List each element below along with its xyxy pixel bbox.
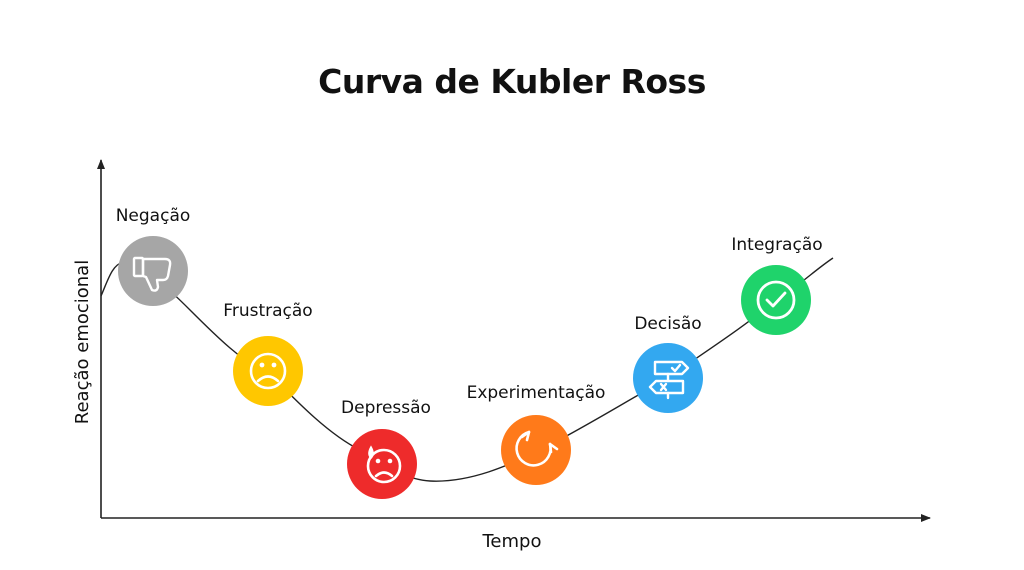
refresh-icon: [515, 430, 559, 467]
stage-circle: [347, 429, 417, 499]
stage-circle: [118, 236, 188, 306]
stage-negacao: Negação: [116, 206, 191, 306]
x-axis-label: Tempo: [482, 531, 542, 552]
check-circle-icon: [756, 280, 796, 320]
thumbs-down-icon: [132, 256, 172, 292]
stage-experimentacao: Experimentação: [467, 383, 606, 485]
stage-circle: [741, 265, 811, 335]
stage-circle: [501, 415, 571, 485]
stage-label: Negação: [116, 206, 191, 226]
stage-label: Decisão: [634, 314, 701, 334]
stage-depressao: Depressão: [341, 398, 431, 499]
emotion-curve: [100, 257, 834, 482]
stage-decisao: Decisão: [633, 314, 703, 413]
signpost-icon: [648, 360, 690, 400]
page-title: Curva de Kubler Ross: [318, 62, 706, 101]
stage-label: Integração: [731, 235, 822, 255]
stage-label: Experimentação: [467, 383, 606, 403]
stage-circle: [233, 336, 303, 406]
stage-integracao: Integração: [731, 235, 823, 335]
stage-label: Frustração: [223, 301, 312, 321]
crying-face-icon: [366, 445, 402, 484]
sad-face-icon: [249, 352, 287, 390]
stage-label: Depressão: [341, 398, 431, 418]
stage-frustracao: Frustração: [223, 301, 313, 406]
y-axis-label: Reação emocional: [72, 260, 93, 424]
